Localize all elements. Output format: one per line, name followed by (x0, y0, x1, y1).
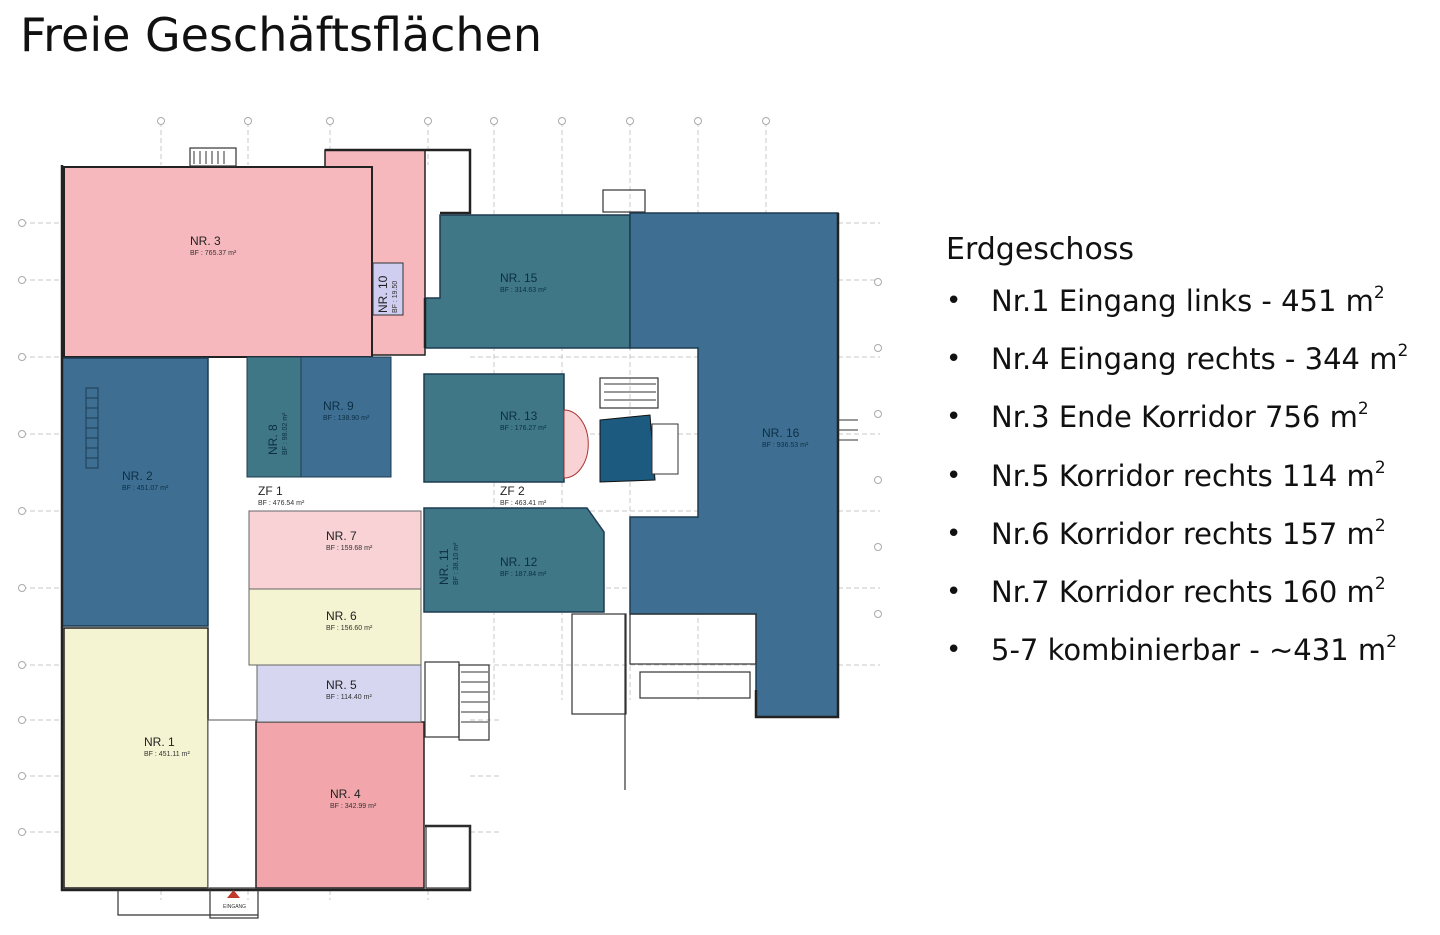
zf1-area: BF : 476.54 m² (258, 500, 305, 507)
list-item: Nr.4 Eingang rechts - 344 m2 (946, 339, 1436, 397)
unit-nr2 (61, 357, 209, 627)
entrance-marker (227, 890, 240, 898)
nr15-label: NR. 15 (500, 271, 538, 285)
list-item: 5-7 kombinierbar - ~431 m2 (946, 630, 1436, 688)
nr10-area: BF : 19.50 (392, 281, 399, 313)
nr16-label: NR. 16 (762, 426, 800, 440)
unit-labels: NR. 3 BF : 765.37 m² NR. 2 BF : 451.07 m… (122, 234, 809, 910)
zf2-label: ZF 2 (500, 484, 525, 498)
unit-nr6 (248, 588, 422, 666)
list-item: Nr.5 Korridor rechts 114 m2 (946, 456, 1436, 514)
list-item: Nr.3 Ende Korridor 756 m2 (946, 397, 1436, 455)
nr8-area: BF : 98.02 m² (282, 412, 289, 455)
nr5-label: NR. 5 (326, 678, 357, 692)
stair-core (599, 414, 656, 483)
grid-markers (18, 117, 882, 836)
nr7-label: NR. 7 (326, 529, 357, 543)
nr15-area: BF : 314.63 m² (500, 287, 547, 294)
nr12-label: NR. 12 (500, 555, 538, 569)
floor-legend: Erdgeschoss Nr.1 Eingang links - 451 m2 … (946, 232, 1436, 688)
nr10-label: NR. 10 (376, 275, 390, 313)
unit-nr1 (63, 627, 209, 889)
unit-nr5 (256, 664, 422, 723)
nr13-area: BF : 176.27 m² (500, 425, 547, 432)
nr12-area: BF : 187.84 m² (500, 571, 547, 578)
list-item: Nr.6 Korridor rechts 157 m2 (946, 514, 1436, 572)
zf2-area: BF : 463.41 m² (500, 500, 547, 507)
unit-nr10 (372, 262, 404, 316)
nr4-label: NR. 4 (330, 787, 361, 801)
nr6-label: NR. 6 (326, 609, 357, 623)
nr1-area: BF : 451.11 m² (144, 751, 190, 758)
nr3-label: NR. 3 (190, 234, 221, 248)
nr16-area: BF : 936.53 m² (762, 442, 809, 449)
list-item: Nr.1 Eingang links - 451 m2 (946, 281, 1436, 339)
nr3-area: BF : 765.37 m² (190, 250, 237, 257)
nr1-label: NR. 1 (144, 735, 175, 749)
zf1-label: ZF 1 (258, 484, 283, 498)
nr5-area: BF : 114.40 m² (326, 694, 372, 701)
floor-list: Nr.1 Eingang links - 451 m2 Nr.4 Eingang… (946, 281, 1436, 688)
nr2-label: NR. 2 (122, 469, 153, 483)
nr11-area: BF : 38.10 m² (453, 542, 460, 585)
list-item: Nr.7 Korridor rechts 160 m2 (946, 572, 1436, 630)
page-title: Freie Geschäftsflächen (20, 8, 543, 62)
unit-nr9 (300, 356, 392, 478)
nr6-area: BF : 156.60 m² (326, 625, 373, 632)
entrance-label: EINGANG (223, 904, 246, 910)
nr2-area: BF : 451.07 m² (122, 485, 169, 492)
nr7-area: BF : 159.68 m² (326, 545, 373, 552)
nr4-area: BF : 342.99 m² (330, 803, 377, 810)
unit-nr13 (423, 373, 565, 483)
unit-nr8 (246, 356, 302, 478)
nr9-area: BF : 138.90 m² (323, 415, 370, 422)
unit-nr4 (255, 721, 425, 889)
nr13-label: NR. 13 (500, 409, 538, 423)
floor-heading: Erdgeschoss (946, 232, 1135, 267)
unit-nr7 (248, 510, 422, 590)
nr9-label: NR. 9 (323, 399, 354, 413)
nr11-label: NR. 11 (437, 548, 451, 585)
unit-nr12 (423, 507, 605, 613)
floor-plan: NR. 3 BF : 765.37 m² NR. 2 BF : 451.07 m… (18, 117, 882, 919)
nr8-label: NR. 8 (266, 424, 280, 455)
